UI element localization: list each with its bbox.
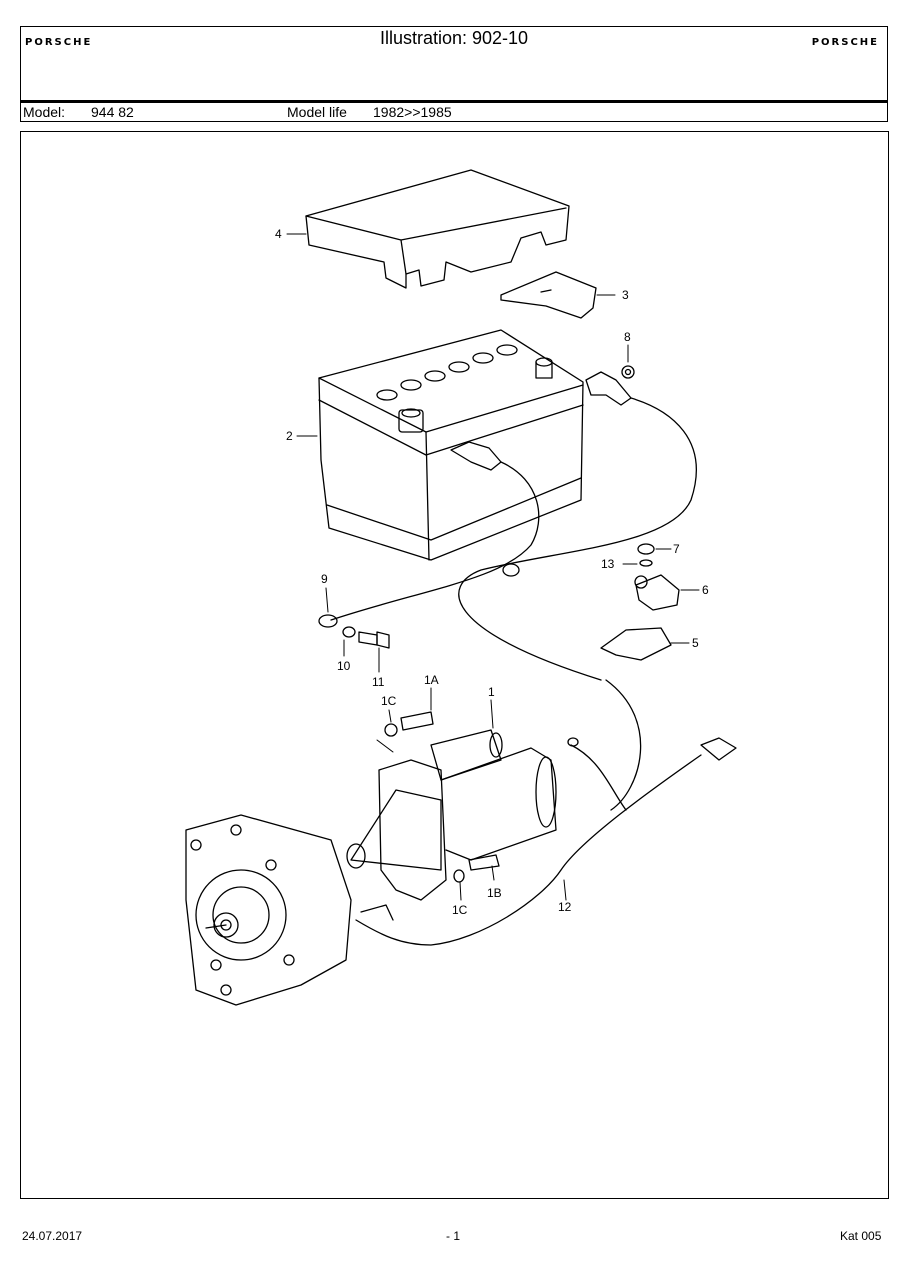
alternator (185, 814, 352, 1006)
bolt-11 (342, 626, 390, 649)
illustration-frame: 4 3 8 2 7 13 6 5 9 10 11 1A 1 1C 1B 1C 1… (20, 131, 889, 1199)
callout-13: 13 (601, 557, 615, 571)
model-row: Model: 944 82 Model life 1982>>1985 (21, 103, 887, 121)
callout-6: 6 (702, 583, 709, 597)
callout-2: 2 (286, 429, 293, 443)
clamp-plate (500, 271, 597, 319)
callout-1c-top: 1C (381, 694, 397, 708)
callout-10: 10 (337, 659, 351, 673)
porsche-logo-right: PORSCHE (811, 37, 879, 48)
callout-12: 12 (558, 900, 572, 914)
parts-diagram: 4 3 8 2 7 13 6 5 9 10 11 1A 1 1C 1B 1C 1… (185, 169, 737, 1006)
callout-4: 4 (275, 227, 282, 241)
callout-1: 1 (488, 685, 495, 699)
nut-8 (621, 365, 635, 379)
callout-5: 5 (692, 636, 699, 650)
battery (318, 329, 584, 561)
page-title: Illustration: 902-10 (379, 28, 529, 48)
model-label: Model: (23, 104, 66, 120)
callout-7: 7 (673, 542, 680, 556)
model-value: 944 82 (91, 104, 134, 120)
wiring-harness (355, 737, 737, 946)
footer-date: 24.07.2017 (22, 1229, 83, 1243)
callout-1a: 1A (424, 673, 439, 687)
callout-1c-bottom: 1C (452, 903, 468, 917)
header: PORSCHE Illustration: 902-10 PORSCHE Mod… (20, 26, 888, 122)
footer-page: - 1 (446, 1229, 461, 1243)
starter-motor (346, 711, 557, 901)
model-life-label: Model life (287, 104, 347, 120)
footer-catalog: Kat 005 (840, 1229, 882, 1243)
model-life-value: 1982>>1985 (373, 104, 452, 120)
callout-8: 8 (624, 330, 631, 344)
callout-labels: 4 3 8 2 7 13 6 5 9 10 11 1A 1 1C 1B 1C 1… (275, 227, 709, 917)
callout-1b: 1B (487, 886, 502, 900)
battery-cable-positive (318, 371, 697, 811)
callout-9: 9 (321, 572, 328, 586)
battery-cover (305, 169, 570, 289)
leader-lines (286, 233, 700, 901)
porsche-logo-left: PORSCHE (25, 37, 93, 48)
callout-11: 11 (372, 675, 385, 689)
small-parts (600, 543, 680, 661)
header-divider (21, 100, 887, 103)
callout-3: 3 (622, 288, 629, 302)
